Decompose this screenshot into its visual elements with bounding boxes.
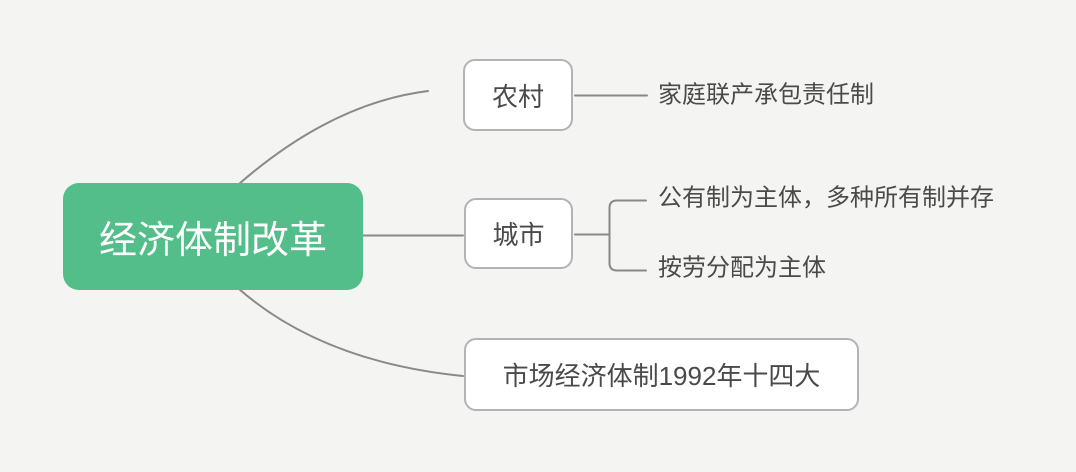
branch-curve-market (238, 288, 464, 377)
subtopic-household-contract-system[interactable]: 家庭联产承包责任制 (658, 81, 874, 109)
topic-rural[interactable]: 农村 (463, 59, 573, 131)
topic-market-economy-1992[interactable]: 市场经济体制1992年十四大 (464, 338, 859, 411)
subtopic-public-ownership[interactable]: 公有制为主体，多种所有制并存 (658, 184, 994, 212)
root-topic-economic-reform[interactable]: 经济体制改革 (63, 183, 363, 290)
topic-city[interactable]: 城市 (464, 198, 573, 269)
bracket-city-children (608, 199, 647, 272)
branch-curve-rural (238, 90, 429, 185)
subtopic-distribution-by-labor[interactable]: 按劳分配为主体 (658, 254, 826, 282)
